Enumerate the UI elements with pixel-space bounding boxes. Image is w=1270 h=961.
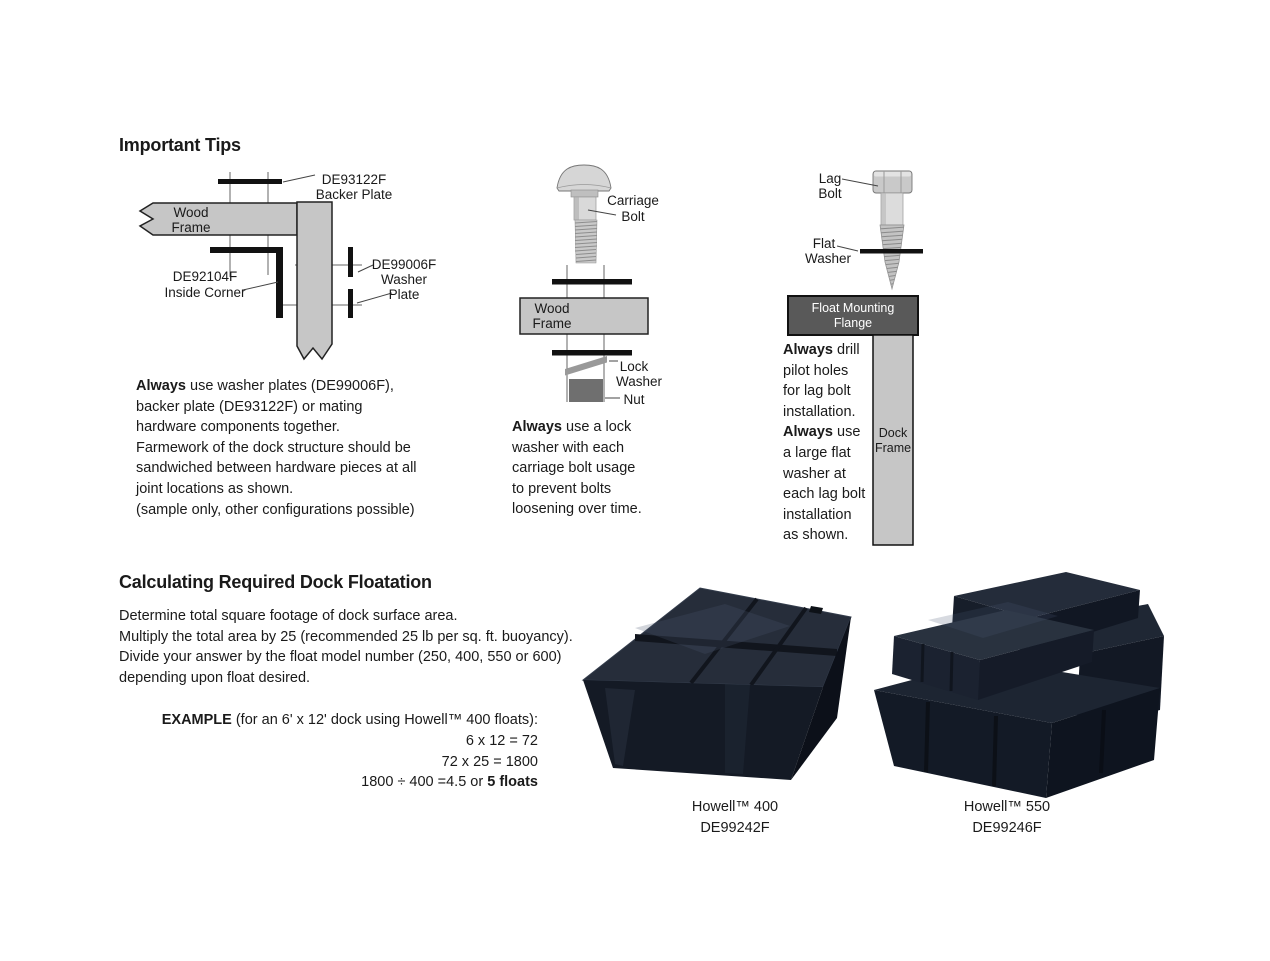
corner-hardware-diagram: DE93122F Backer Plate Wood Frame DE92104… (138, 172, 437, 361)
lag-caption-bold2: Always (783, 424, 833, 441)
important-tips-heading: Important Tips (119, 135, 241, 155)
example-line4-text: 1800 ÷ 400 =4.5 or (361, 774, 488, 791)
wood-frame-shape (519, 297, 649, 335)
carriage-bolt-label: Carriage (607, 193, 659, 208)
example-line4: 1800 ÷ 400 =4.5 or 5 floats (160, 772, 538, 793)
dock-frame-shape (872, 334, 914, 546)
product-name: Howell™ 400 (691, 799, 779, 815)
flange-label2: Flange (834, 316, 872, 330)
wood-frame-label2: Frame (171, 220, 210, 235)
backer-plate-shape (218, 179, 282, 184)
lag-caption-seg1: drill pilot holes for lag bolt installat… (783, 342, 860, 420)
example-line1-text: (for an 6' x 12' dock using Howell™ 400 … (231, 712, 538, 728)
calculation-heading: Calculating Required Dock Floatation (119, 572, 432, 592)
pointer-lines (836, 178, 879, 252)
flat-washer-label: Flat (813, 236, 836, 251)
calculation-body: Determine total square footage of dock s… (119, 608, 573, 687)
lag-bolt-shape (872, 170, 913, 291)
howell-550-image (874, 572, 1164, 798)
corner-diagram-caption: Always use washer plates (DE99006F), bac… (136, 376, 456, 520)
carriage-caption-text: use a lock washer with each carriage bol… (512, 419, 642, 518)
washer-bottom-shape (552, 350, 632, 356)
washer-plate-label2: Washer (381, 272, 428, 287)
lag-caption-bold1: Always (783, 342, 833, 358)
lock-washer-label2: Washer (616, 374, 663, 389)
product-code: DE99246F (972, 820, 1042, 836)
washer-plate-shapes (348, 247, 353, 318)
dock-frame-label2: Frame (875, 441, 911, 455)
example-line1: EXAMPLE (for an 6' x 12' dock using Howe… (160, 710, 538, 731)
product-name: Howell™ 550 (963, 799, 1051, 815)
wood-frame-label: Wood (534, 301, 569, 316)
example-line4-bold: 5 floats (487, 774, 538, 791)
lag-caption-seg2: use a large flat washer at each lag bolt… (783, 424, 866, 544)
calculation-example: EXAMPLE (for an 6' x 12' dock using Howe… (160, 710, 538, 793)
example-line3: 72 x 25 = 1800 (441, 753, 538, 770)
lag-bolt-label2: Bolt (818, 186, 842, 201)
float-mounting-flange-shape (787, 295, 919, 336)
lag-bolt-label: Lag (819, 171, 842, 186)
flat-washer-label2: Washer (805, 251, 852, 266)
nut-label: Nut (623, 392, 644, 407)
flange-label: Float Mounting (812, 301, 895, 315)
carriage-bolt-caption: Always use a lock washer with each carri… (512, 417, 692, 520)
carriage-bolt-shape (556, 164, 612, 264)
wood-frame-label2: Frame (532, 316, 571, 331)
washer-top-shape (552, 279, 632, 285)
carriage-bolt-label2: Bolt (621, 209, 645, 224)
washer-plate-label: DE99006F (372, 257, 437, 272)
pointer-lines (242, 174, 393, 304)
flat-washer-shape (860, 249, 923, 254)
product-code: DE99242F (700, 820, 770, 836)
pointer-lines (587, 209, 620, 399)
backer-plate-label2: Backer Plate (316, 187, 393, 202)
carriage-caption-bold: Always (512, 419, 562, 435)
carriage-bolt-diagram: Carriage Bolt Wood Frame Lock Washer Nut (519, 164, 663, 407)
howell-550-label: Howell™ 550 DE99246F (937, 797, 1077, 839)
nut-shape (569, 379, 603, 402)
example-line2: 6 x 12 = 72 (465, 732, 538, 749)
backer-plate-label: DE93122F (322, 172, 387, 187)
corner-caption-bold: Always (136, 378, 186, 394)
wood-frame-horizontal-bar (138, 202, 298, 236)
lag-bolt-diagram: Lag Bolt Flat Washer Float Mounting Flan… (787, 170, 923, 546)
inside-corner-label2: Inside Corner (164, 285, 246, 300)
howell-400-label: Howell™ 400 DE99242F (665, 797, 805, 839)
lock-washer-shape (565, 356, 607, 376)
lag-bolt-caption: Always drill pilot holes for lag bolt in… (783, 340, 875, 546)
washer-plate-label3: Plate (389, 287, 420, 302)
inside-corner-label: DE92104F (173, 269, 238, 284)
wood-frame-label: Wood (173, 205, 208, 220)
lock-washer-label: Lock (620, 359, 649, 374)
dock-frame-label: Dock (879, 426, 908, 440)
howell-400-image (581, 587, 852, 780)
example-label: EXAMPLE (161, 712, 232, 728)
corner-caption-text: use washer plates (DE99006F), backer pla… (136, 378, 417, 518)
wood-frame-vertical-bar (296, 201, 333, 361)
